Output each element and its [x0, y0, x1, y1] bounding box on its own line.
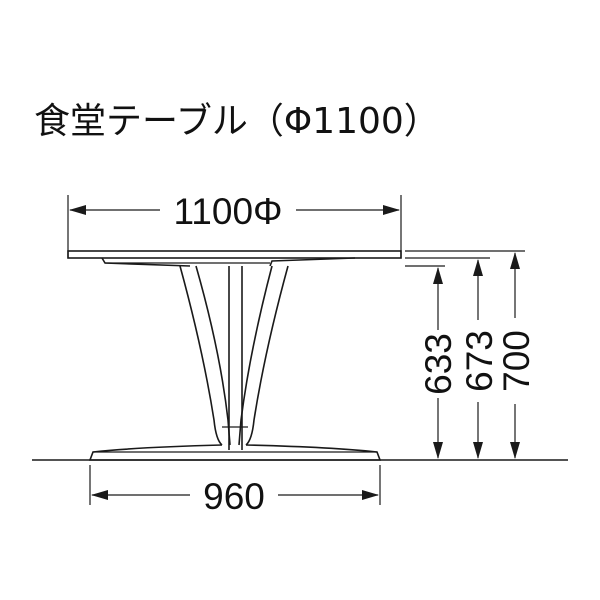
diagram-title: 食堂テーブル（Φ1100） — [34, 101, 440, 142]
arrow-up-icon — [510, 252, 520, 269]
arrow-down-icon — [510, 442, 520, 459]
height-633-label: 633 — [418, 333, 459, 395]
arrow-up-icon — [433, 267, 443, 284]
top-width-dimension: 1100Φ — [67, 191, 402, 258]
height-700-label: 700 — [496, 330, 537, 392]
arrow-right-icon — [362, 490, 379, 500]
base-width-dimension: 960 — [89, 465, 381, 517]
pedestal — [179, 265, 289, 450]
table-top — [67, 250, 402, 267]
arrow-left-icon — [69, 205, 86, 215]
base-width-label: 960 — [203, 476, 265, 517]
arrow-down-icon — [473, 442, 483, 459]
arrow-right-icon — [383, 205, 400, 215]
height-673-label: 673 — [459, 330, 500, 392]
arrow-up-icon — [473, 259, 483, 276]
top-width-label: 1100Φ — [173, 191, 282, 232]
height-dimensions: 633 673 700 — [405, 250, 537, 459]
base — [88, 444, 382, 461]
arrow-left-icon — [91, 490, 108, 500]
arrow-down-icon — [433, 442, 443, 459]
